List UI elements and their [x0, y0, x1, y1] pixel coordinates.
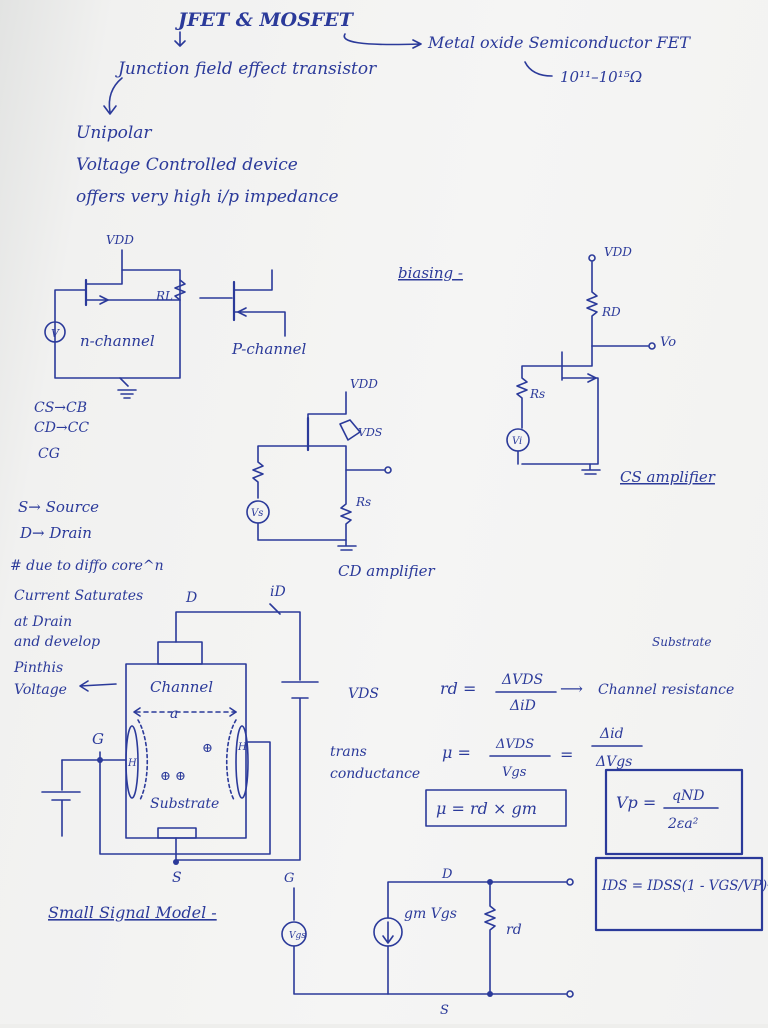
rd-lhs: rd =	[440, 679, 476, 698]
mu-formula: μ = rd × gm	[436, 799, 537, 818]
substrate-label: Substrate	[150, 796, 219, 812]
rs-label: Rs	[529, 387, 545, 401]
vp-numerator: qND	[672, 788, 704, 804]
mosfet-impedance: 10¹¹–10¹⁵Ω	[560, 68, 642, 86]
gm-vgs-label: gm Vgs	[404, 906, 457, 922]
small-signal-circuit: G Vgs D gm Vgs rd S	[281, 867, 574, 1018]
note-line-5: Pinthis	[13, 660, 63, 676]
rd-denominator: ΔiD	[509, 698, 536, 714]
mu-lhs: μ =	[442, 743, 471, 762]
drain-terminal-label: D	[185, 590, 197, 606]
down-arrow-icon	[174, 31, 186, 47]
ids-formula: IDS = IDSS(1 - VGS/VP)²	[601, 878, 768, 894]
p-channel-label: P-channel	[231, 340, 307, 358]
vp-lhs: Vp =	[616, 793, 656, 812]
cs-ground-icon	[517, 450, 601, 475]
channel-resistance-label: Channel resistance	[598, 682, 734, 698]
property-1: Unipolar	[76, 123, 152, 143]
rd-label: RD	[601, 305, 621, 319]
config-1: CS→CB	[34, 400, 87, 416]
small-signal-label: Small Signal Model -	[48, 903, 217, 922]
jfet-full-form: Junction field effect transistor	[115, 59, 377, 79]
p-region-right: H	[237, 742, 247, 753]
vp-box	[604, 768, 744, 856]
conductance-label: conductance	[330, 766, 420, 782]
cs-vdd-label: VDD	[604, 245, 632, 259]
gate-terminal-label: G	[92, 730, 104, 748]
source-icon	[44, 321, 66, 343]
ground-icon	[117, 377, 137, 399]
rd-numerator: ΔVDS	[501, 672, 543, 688]
vi-label: Vi	[512, 436, 522, 447]
source-terminal-label: S	[172, 870, 182, 886]
cd-vdd-label: VDD	[350, 377, 378, 391]
terminal-drain: D→ Drain	[19, 524, 92, 542]
resistor-rl	[174, 279, 186, 301]
id-label: iD	[270, 584, 286, 600]
jfet-structure-diagram: D iD VDS Channel a H H ⊕ ⊕ ⊕ Substrate S…	[41, 584, 379, 886]
mu-numerator-2: Δid	[599, 726, 624, 742]
mu-denominator: Vgs	[502, 765, 527, 780]
curved-arrow-icon	[524, 61, 553, 77]
right-arrow-icon	[343, 33, 422, 49]
cd-ground-icon	[337, 539, 357, 551]
n-channel-label: n-channel	[80, 332, 155, 350]
mosfet-full-form: Metal oxide Semiconductor FET	[427, 33, 691, 52]
channel-label: Channel	[150, 678, 213, 696]
equals-sign: =	[560, 745, 573, 764]
property-3: offers very high i/p impedance	[76, 187, 339, 207]
vo-label: Vo	[660, 335, 676, 350]
mu-denominator-2: ΔVgs	[595, 754, 632, 770]
rd-arrow-icon: ⟶	[560, 679, 583, 698]
rl-label: RL	[155, 289, 173, 303]
trans-label: trans	[330, 744, 367, 760]
source-label: V	[51, 327, 60, 340]
vp-denominator: 2εa²	[667, 816, 699, 832]
ss-drain-label: D	[441, 867, 453, 882]
left-arrow-icon	[79, 680, 117, 692]
ss-gate-label: G	[284, 871, 294, 886]
positive-charge: ⊕ ⊕	[160, 769, 186, 784]
formulas: rd = ΔVDS ΔiD ⟶ Channel resistance Subst…	[330, 635, 768, 932]
config-3: CG	[38, 446, 60, 462]
substrate-note: Substrate	[652, 635, 711, 649]
curved-down-arrow-icon	[103, 77, 123, 115]
cd-amplifier-circuit: VDD VDS Vs Rs CD amplifier	[246, 377, 436, 580]
cs-amplifier-circuit: VDD RD Vo Rs Vi CS amplifier	[506, 245, 716, 486]
n-channel-circuit: VDD RL V n-channel	[44, 233, 186, 399]
p-channel-symbol: P-channel	[199, 269, 307, 358]
mu-numerator: ΔVDS	[495, 737, 534, 752]
a-label: a	[170, 706, 178, 722]
page-title: JFET & MOSFET	[175, 9, 355, 31]
cd-amplifier-caption: CD amplifier	[338, 562, 436, 580]
ss-rd-label: rd	[506, 922, 522, 938]
note-line-2: Current Saturates	[14, 588, 143, 604]
note-line-4: and develop	[14, 634, 100, 650]
cs-amplifier-caption: CS amplifier	[620, 468, 716, 486]
ss-source-label: S	[440, 1003, 449, 1018]
note-line-6: Voltage	[14, 682, 67, 698]
vs-label: Vs	[251, 508, 263, 519]
property-2: Voltage Controlled device	[76, 155, 298, 175]
cd-rs-label: Rs	[355, 495, 371, 509]
positive-charge-2: ⊕	[202, 741, 213, 756]
mu-box	[425, 789, 567, 827]
ids-box	[594, 856, 764, 932]
biasing-label: biasing -	[398, 264, 463, 282]
terminal-source: S→ Source	[18, 498, 99, 516]
vds-supply-label: VDS	[348, 686, 379, 702]
vdd-label: VDD	[106, 233, 134, 247]
config-2: CD→CC	[34, 420, 89, 436]
note-line-1: # due to diffo core^n	[10, 558, 164, 574]
vds-label: VDS	[358, 426, 383, 439]
note-line-3: at Drain	[14, 614, 72, 630]
ss-vgs-label: Vgs	[289, 931, 306, 941]
p-region-left: H	[127, 758, 137, 769]
